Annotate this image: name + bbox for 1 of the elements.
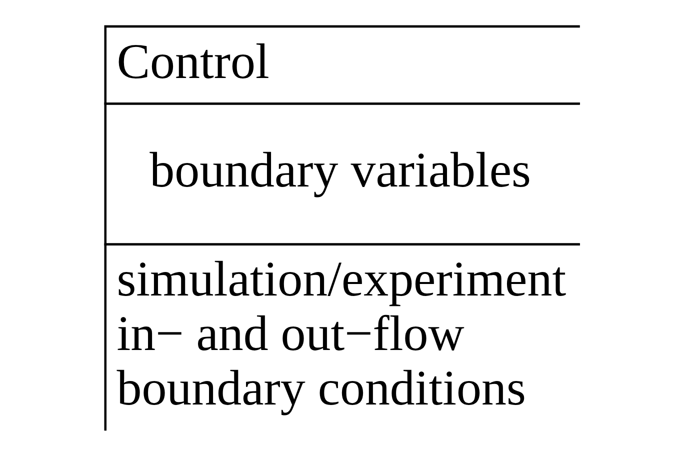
node-text: Control boundary variables simulation/experiment in− and out−flow boundary conditions [116,32,566,416]
